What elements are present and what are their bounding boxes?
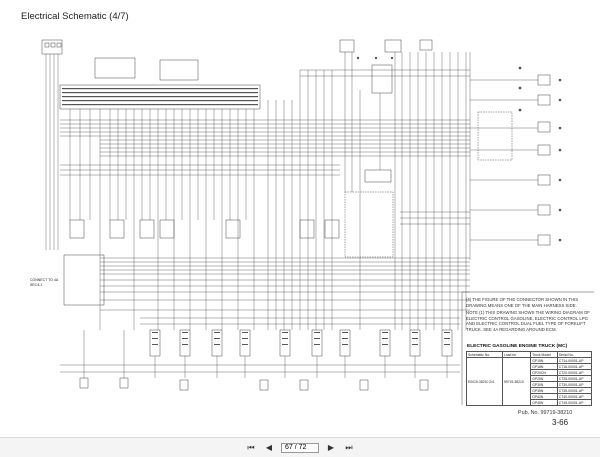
next-page-icon[interactable]: ▶ (327, 443, 335, 452)
connect-label: CONNECT TO 4A SEC4-1 (30, 278, 59, 287)
note-4: (4) THE FIGURE OF THE CONNECTOR SHOWN IN… (466, 297, 579, 308)
pub-number: Pub. No. 99719-38210 (518, 410, 573, 416)
connector-block-left (41, 39, 63, 55)
title-block-title: ELECTRIC GASOLINE ENGINE TRUCK (MC) (467, 344, 568, 349)
ecm-connector-2 (159, 59, 199, 81)
page-navigator (281, 442, 319, 453)
ecm-main-block (59, 84, 261, 110)
table-row: GP45N CT45-00001-UP (467, 399, 593, 406)
page-input[interactable] (281, 442, 319, 453)
viewer-toolbar: ⏮ ◀ ▶ ⏭ (0, 437, 600, 457)
last-page-icon[interactable]: ⏭ (345, 442, 353, 452)
first-page-icon[interactable]: ⏮ (247, 442, 255, 452)
model-cell: GP45N (530, 399, 558, 406)
wiring-diagram (41, 39, 594, 405)
table-row: E0019-38210 2/4 99719-38210 GP15N CT14-0… (466, 357, 593, 406)
schematic-no-cell: E0019-38210 2/4 (466, 357, 503, 406)
serial-cell: CT45-00001-UP (556, 399, 593, 406)
page-title: Electrical Schematic (4/7) (21, 11, 129, 22)
load-for-cell: 99719-38210 (501, 357, 532, 406)
prev-page-icon[interactable]: ◀ (265, 443, 273, 452)
schematic-page: Electrical Schematic (4/7) (21, 11, 594, 427)
note-1: NOTE (1) THIS DRAWING SHOWS THE WIRING D… (466, 310, 590, 332)
page-number: 3-66 (552, 418, 569, 427)
ecm-connector-1 (94, 57, 136, 79)
notes: (4) THE FIGURE OF THE CONNECTOR SHOWN IN… (466, 297, 590, 335)
title-block-table: Schematic No. Load for Truck Model Seria… (466, 351, 593, 406)
